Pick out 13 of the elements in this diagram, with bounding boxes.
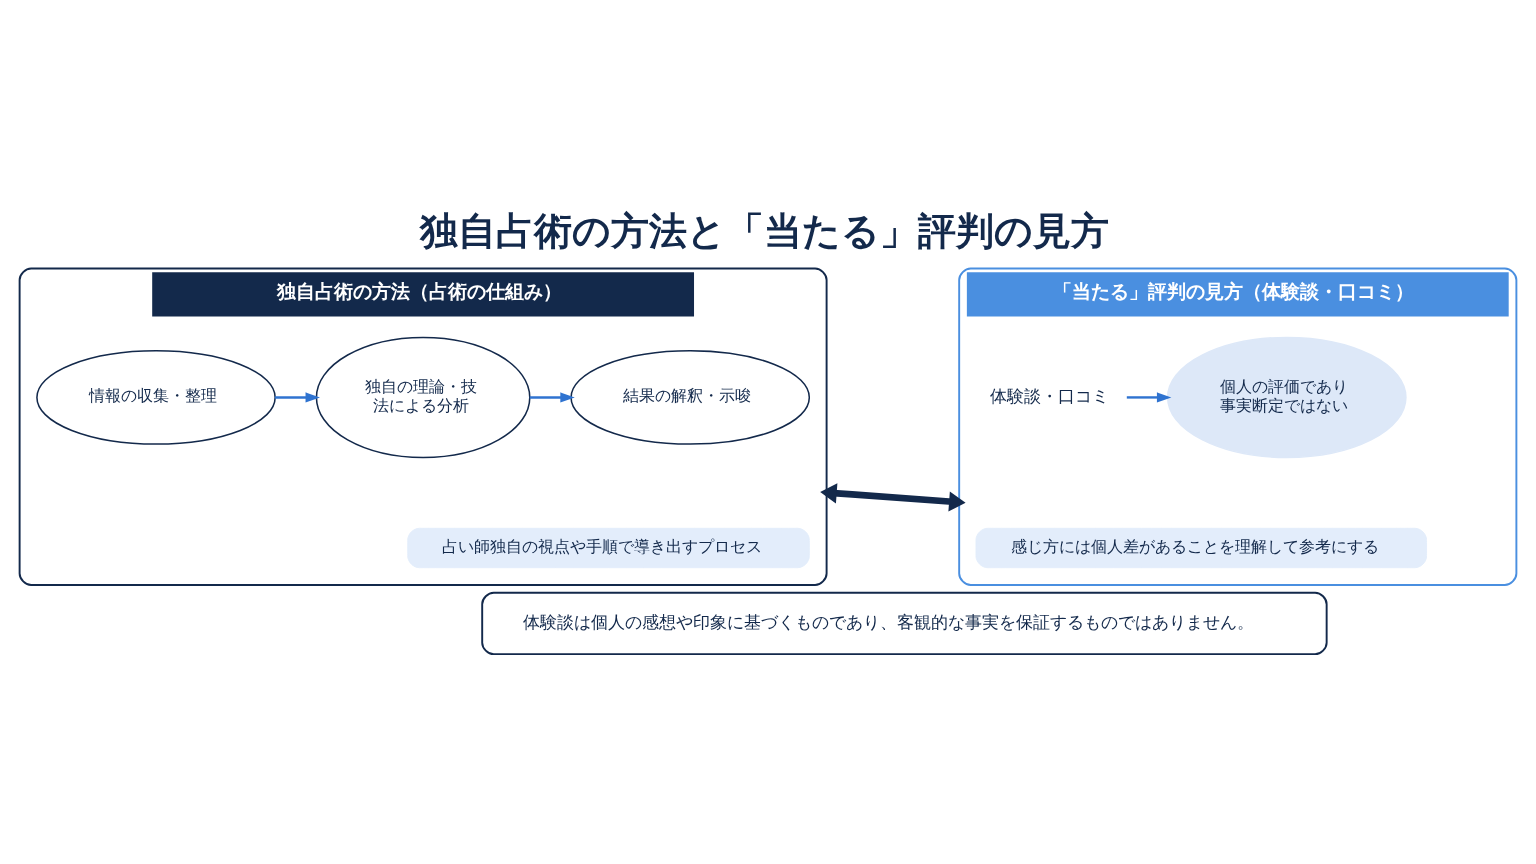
node-box: 占い師独自の視点や手順で導き出すプロセス: [407, 527, 810, 568]
node-ellipse: 独自の理論・技法による分析: [315, 336, 531, 458]
diagram-title: 独自占術の方法と「当たる」評判の見方: [420, 207, 1110, 253]
node-ellipse: 情報の収集・整理: [36, 349, 276, 445]
arrow: [529, 391, 575, 402]
arrow: [1126, 391, 1172, 402]
node-ellipse: 結果の解釈・示唆: [570, 349, 811, 445]
node-box: 体験談は個人の感想や印象に基づくものであり、客観的な事実を保証するものではありません。: [481, 591, 1328, 655]
node-ellipse: 個人の評価であり事実断定ではない: [1166, 336, 1407, 458]
node-box: 感じ方には個人差があることを理解して参考にする: [975, 527, 1428, 568]
node-text: 体験談・口コミ: [989, 385, 1109, 406]
arrow: [274, 391, 320, 402]
arrow: [820, 482, 966, 512]
